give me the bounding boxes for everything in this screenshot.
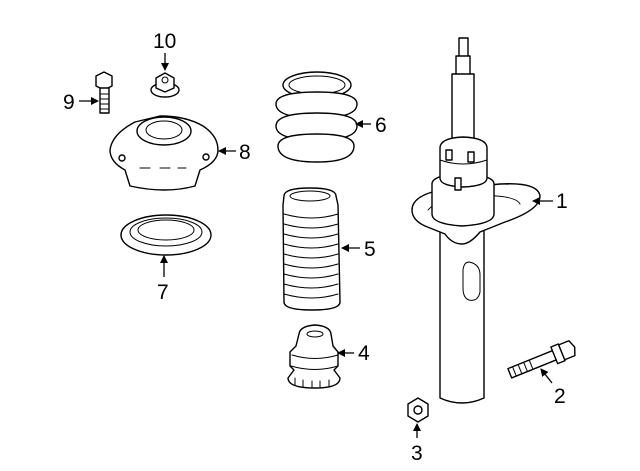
top-nut [150, 72, 180, 98]
strut-cap-line [439, 159, 488, 165]
leader-2 [540, 368, 553, 384]
lower-nut [407, 397, 429, 423]
bump-stop-ribs [290, 354, 339, 370]
strut-mount-center-hole [145, 120, 183, 140]
callout-8: 8 [239, 141, 251, 164]
bolt-thread [512, 359, 534, 377]
callout-9: 9 [63, 91, 75, 114]
dust-boot-bellows [283, 213, 339, 299]
dust-boot-top [289, 190, 331, 202]
callout-2: 2 [554, 385, 566, 408]
strut-cap-tab-right [467, 151, 475, 163]
strut-rod-upper [455, 55, 471, 77]
callout-5: 5 [364, 238, 376, 261]
bearing-ring [120, 214, 212, 256]
callout-4: 4 [358, 342, 370, 365]
leader-lines [79, 53, 553, 438]
callout-10: 10 [153, 30, 176, 53]
strut-body [439, 227, 485, 404]
mount-stud-hole-right [202, 153, 210, 161]
mount-bolt-thread [99, 93, 110, 110]
strut-mount [109, 115, 219, 191]
bump-stop [287, 324, 341, 389]
callout-1: 1 [556, 190, 568, 213]
strut-cap-tab-lower [454, 177, 462, 191]
callout-labels: 1 2 3 4 5 6 7 8 9 10 [63, 30, 568, 465]
mount-bolt-head [95, 71, 113, 91]
strut-cap-tab-left [445, 149, 453, 161]
coil-spring [275, 71, 358, 163]
mount-stud-hole-left [118, 154, 126, 162]
callout-7: 7 [157, 281, 169, 304]
strut-assembly [411, 37, 541, 404]
bearing-ring-inner [137, 219, 195, 241]
callout-6: 6 [375, 114, 387, 137]
strut-bolt [507, 340, 576, 379]
strut-bracket-slot [462, 261, 481, 301]
strut-rod-tip [458, 37, 469, 59]
callout-3: 3 [411, 442, 423, 465]
strut-rod [451, 73, 475, 145]
mount-bolt-shank [99, 87, 110, 114]
dust-boot [282, 187, 341, 311]
top-nut-hole [161, 76, 169, 84]
bump-stop-body [287, 324, 341, 389]
dust-boot-body [282, 187, 341, 311]
spring-coil-4 [277, 133, 355, 163]
mount-bolt [95, 71, 113, 114]
bearing-ring-outer [120, 214, 212, 256]
bump-stop-base-teeth [294, 377, 330, 389]
nut-hole [413, 405, 423, 415]
bolt-head [558, 340, 576, 361]
bearing-ring-mid [129, 217, 203, 247]
bump-stop-hole [306, 330, 324, 338]
